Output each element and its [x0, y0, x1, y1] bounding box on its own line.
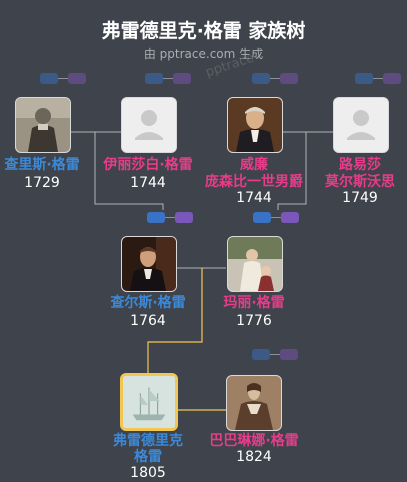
pill-link: [58, 78, 68, 79]
person-placeholder-icon: [122, 98, 176, 152]
pill-link: [163, 78, 173, 79]
person-photo-p5[interactable]: [121, 236, 177, 292]
mother-pill-icon[interactable]: [175, 212, 193, 223]
person-name-p3-line1: 威廉: [240, 157, 268, 173]
child-line-1: [94, 132, 164, 210]
drawing-image: [123, 376, 175, 428]
page-subtitle: 由 pptrace.com 生成: [143, 47, 264, 61]
person-year-p3: 1744: [236, 190, 272, 206]
person-year-p2: 1744: [130, 175, 166, 191]
person-photo-p4[interactable]: [333, 97, 389, 153]
portrait-image: [227, 376, 281, 430]
person-photo-p2[interactable]: [121, 97, 177, 153]
child-line-3: [147, 268, 203, 373]
person-photo-p1[interactable]: [15, 97, 71, 153]
pill-link: [270, 78, 280, 79]
person-year-p4: 1749: [342, 190, 378, 206]
portrait-image: [122, 237, 176, 291]
person-year-p6: 1776: [236, 313, 272, 329]
person-photo-p3[interactable]: [227, 97, 283, 153]
person-name-p6: 玛丽·格雷: [223, 295, 285, 311]
pill-link: [373, 78, 383, 79]
person-name-p3-line2: 庞森比一世男爵: [205, 174, 303, 190]
pill-link: [271, 217, 281, 218]
person-year-p8: 1824: [236, 449, 272, 465]
person-year-p7: 1805: [130, 465, 166, 481]
father-pill-icon[interactable]: [40, 73, 58, 84]
pill-link: [270, 354, 280, 355]
page-title: 弗雷德里克·格雷 家族树: [101, 20, 306, 42]
pill-link: [165, 217, 175, 218]
person-photo-p7-focus[interactable]: [120, 373, 178, 431]
father-pill-icon[interactable]: [355, 73, 373, 84]
person-name-p1: 查里斯·格雷: [4, 157, 80, 173]
mother-pill-icon[interactable]: [280, 349, 298, 360]
mother-pill-icon[interactable]: [281, 212, 299, 223]
person-year-p5: 1764: [130, 313, 166, 329]
portrait-image: [16, 98, 70, 152]
person-placeholder-icon: [334, 98, 388, 152]
person-name-p5: 查尔斯·格雷: [110, 295, 186, 311]
person-name-p7-line1: 弗雷德里克: [113, 433, 183, 449]
child-line-2: [277, 132, 307, 210]
person-name-p4-line2: 莫尔斯沃思: [325, 174, 395, 190]
father-pill-icon[interactable]: [252, 349, 270, 360]
person-name-p7-line2: 格雷: [134, 449, 162, 465]
mother-pill-icon[interactable]: [173, 73, 191, 84]
father-pill-icon[interactable]: [253, 212, 271, 223]
person-name-p4-line1: 路易莎: [339, 157, 381, 173]
portrait-image: [228, 237, 282, 291]
father-pill-icon[interactable]: [252, 73, 270, 84]
mother-pill-icon[interactable]: [68, 73, 86, 84]
person-year-p1: 1729: [24, 175, 60, 191]
person-name-p2: 伊丽莎白·格雷: [103, 157, 193, 173]
father-pill-icon[interactable]: [147, 212, 165, 223]
person-photo-p8[interactable]: [226, 375, 282, 431]
person-name-p8: 巴巴琳娜·格雷: [209, 433, 299, 449]
father-pill-icon[interactable]: [145, 73, 163, 84]
portrait-image: [228, 98, 282, 152]
mother-pill-icon[interactable]: [383, 73, 401, 84]
person-photo-p6[interactable]: [227, 236, 283, 292]
mother-pill-icon[interactable]: [280, 73, 298, 84]
